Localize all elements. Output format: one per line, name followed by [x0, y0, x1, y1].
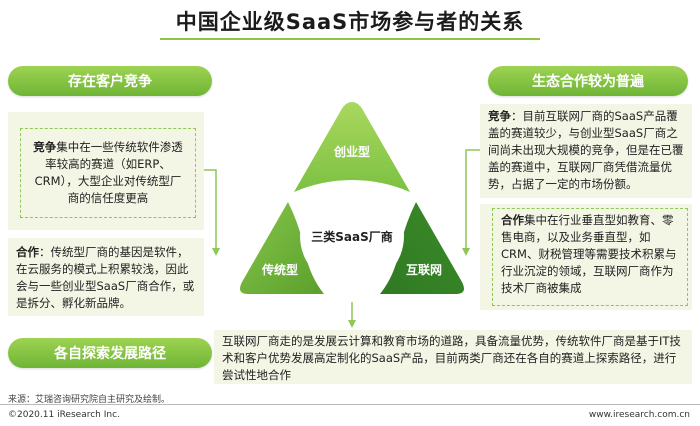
triangle-diagram: 三类SaaS厂商 创业型 传统型 互联网 [240, 102, 464, 294]
explore-paths-text: 互联网厂商走的是发展云计算和教育市场的道路，具备流量优势，传统软件厂商是基于IT… [222, 334, 681, 382]
label-startup: 创业型 [333, 144, 370, 159]
page-title: 中国企业级SaaS市场参与者的关系 [175, 10, 525, 34]
segment-right [380, 202, 464, 294]
panel-right-top: 竞争：目前互联网厂商的SaaS产品覆盖的赛道较少，与创业型SaaS厂商之间尚未出… [480, 104, 692, 198]
panel-left-bottom: 合作：传统型厂商的基因是软件，在云服务的模式上积累较浅，因此会与一些创业型Saa… [8, 238, 204, 316]
center-circle [300, 184, 404, 288]
panel-bottom: 互联网厂商走的是发展云计算和教育市场的道路，具备流量优势，传统软件厂商是基于IT… [214, 330, 692, 384]
competition-right-text: ：目前互联网厂商的SaaS产品覆盖的赛道较少，与创业型SaaS厂商之间尚未出现大… [488, 109, 684, 191]
arrow-left-icon [212, 248, 220, 256]
heading-customer-competition: 存在客户竞争 [8, 66, 212, 96]
label-internet: 互联网 [406, 263, 442, 277]
connector-right [465, 149, 480, 250]
website: www.iresearch.com.cn [588, 410, 690, 420]
center-label: 三类SaaS厂商 [311, 229, 392, 244]
panel-left-top [8, 112, 204, 230]
connector-left [204, 169, 217, 250]
segment-top [294, 102, 410, 192]
lead-competition-left: 竞争 [33, 140, 57, 154]
panel-right-bottom-text: 合作集中在行业垂直型如教育、零售电商，以及业务垂直型，如CRM、财税管理等需要技… [492, 208, 688, 306]
arrow-right-icon [462, 248, 470, 256]
footer-divider [0, 404, 700, 405]
arrow-bottom-icon [348, 320, 356, 328]
label-traditional: 传统型 [261, 262, 298, 277]
lead-competition-right: 竞争 [488, 109, 511, 123]
competition-left-text: 集中在一些传统软件渗透率较高的赛道（如ERP、CRM），大型企业对传统型厂商的信… [34, 140, 183, 205]
title-underline [160, 38, 540, 40]
copyright: ©2020.11 iResearch Inc. [8, 410, 120, 420]
heading-explore-paths: 各自探索发展路径 [8, 338, 212, 368]
lead-cooperation-right: 合作 [501, 213, 524, 227]
heading-ecosystem-cooperation: 生态合作较为普遍 [488, 66, 688, 96]
segment-left [240, 202, 324, 294]
lead-cooperation-left: 合作 [16, 245, 39, 259]
panel-right-bottom [480, 204, 692, 310]
cooperation-left-text: ：传统型厂商的基因是软件，在云服务的模式上积累较浅，因此会与一些创业型SaaS厂… [16, 245, 195, 310]
source-note: 来源：艾瑞咨询研究院自主研究及绘制。 [8, 395, 171, 405]
panel-left-top-text: 竞争集中在一些传统软件渗透率较高的赛道（如ERP、CRM），大型企业对传统型厂商… [20, 128, 196, 218]
cooperation-right-text: 集中在行业垂直型如教育、零售电商，以及业务垂直型，如CRM、财税管理等需要技术积… [501, 213, 677, 295]
